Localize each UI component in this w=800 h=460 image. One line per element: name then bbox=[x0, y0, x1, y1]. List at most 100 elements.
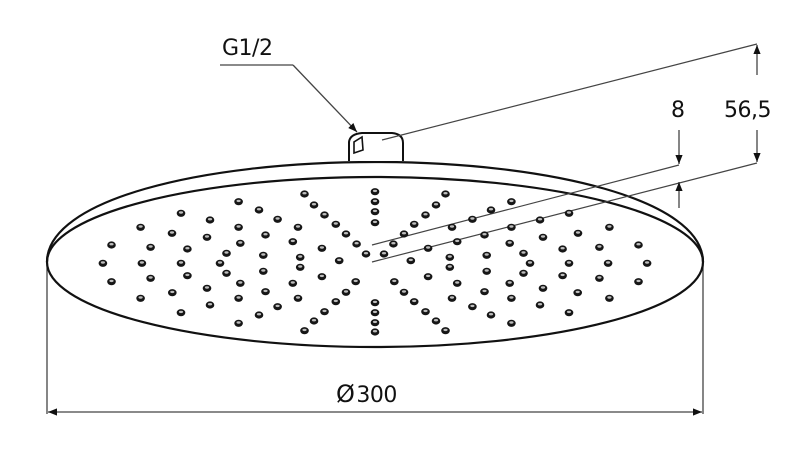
nozzle-highlight bbox=[138, 296, 143, 299]
nozzle-highlight bbox=[207, 218, 213, 221]
nozzle-highlight bbox=[263, 233, 268, 236]
nozzle-highlight bbox=[139, 261, 144, 264]
nozzle-highlight bbox=[236, 225, 241, 228]
nozzle-highlight bbox=[566, 211, 572, 214]
nozzle-highlight bbox=[343, 290, 349, 293]
rim-outline bbox=[45, 160, 705, 263]
nozzle-highlight bbox=[372, 310, 378, 314]
nozzle-highlight bbox=[178, 211, 184, 214]
nozzle-highlight bbox=[333, 299, 338, 303]
nozzle-highlight bbox=[482, 289, 487, 293]
nozzle-highlight bbox=[426, 274, 431, 278]
nozzle-highlight bbox=[537, 303, 543, 306]
nozzle-highlight bbox=[148, 245, 153, 248]
nozzle-highlight bbox=[100, 261, 105, 264]
nozzle-highlight bbox=[507, 281, 512, 284]
connector-nipple bbox=[348, 132, 404, 161]
nozzle-highlight bbox=[224, 271, 229, 274]
nozzle-highlight bbox=[447, 255, 452, 258]
nozzle-highlight bbox=[645, 261, 650, 264]
nozzle-highlight bbox=[401, 232, 407, 235]
nozzle-highlight bbox=[488, 313, 494, 316]
nozzle-highlight bbox=[372, 320, 378, 324]
nozzle-highlight bbox=[381, 252, 387, 255]
diameter-value: 300 bbox=[356, 383, 397, 408]
nozzle-highlight bbox=[575, 290, 580, 294]
nozzle-highlight bbox=[537, 218, 543, 221]
nozzle-highlight bbox=[597, 276, 602, 279]
nozzle-highlight bbox=[455, 281, 460, 284]
face-offset-label: 8 bbox=[671, 98, 685, 123]
nozzle-highlight bbox=[224, 251, 229, 254]
nozzle-highlight bbox=[507, 241, 512, 244]
nozzle-highlight bbox=[185, 247, 190, 250]
nozzle-highlight bbox=[302, 192, 307, 195]
nozzle-highlight bbox=[353, 279, 358, 283]
nozzle-highlight bbox=[109, 243, 114, 246]
nozzle-highlight bbox=[540, 235, 546, 238]
nozzle-highlight bbox=[337, 258, 342, 262]
spray-nozzles bbox=[98, 188, 652, 336]
nozzle-highlight bbox=[372, 300, 378, 304]
nozzle-highlight bbox=[540, 286, 546, 289]
nozzle-highlight bbox=[256, 313, 262, 316]
nozzle-highlight bbox=[443, 192, 448, 195]
nozzle-highlight bbox=[207, 303, 213, 306]
nozzle-highlight bbox=[488, 208, 494, 211]
nozzle-highlight bbox=[236, 296, 241, 299]
nozzle-highlight bbox=[636, 279, 641, 283]
nozzle-highlight bbox=[275, 304, 280, 308]
nozzle-highlight bbox=[433, 203, 439, 206]
nozzle-highlight bbox=[606, 261, 611, 264]
thread-leader bbox=[220, 64, 358, 133]
nozzle-highlight bbox=[322, 213, 327, 216]
nozzle-highlight bbox=[607, 296, 612, 299]
nozzle-highlight bbox=[482, 233, 487, 236]
nozzle-highlight bbox=[298, 265, 303, 268]
nozzle-highlight bbox=[311, 319, 317, 322]
nozzle-highlight bbox=[204, 235, 210, 238]
nozzle-highlight bbox=[509, 199, 514, 203]
nozzle-highlight bbox=[455, 239, 460, 243]
nozzle-highlight bbox=[322, 309, 327, 313]
nozzle-highlight bbox=[401, 290, 407, 293]
nozzle-highlight bbox=[261, 253, 266, 256]
nozzle-highlight bbox=[521, 271, 526, 274]
nozzle-highlight bbox=[575, 231, 581, 234]
nozzle-highlight bbox=[449, 296, 455, 299]
nozzle-highlight bbox=[217, 261, 223, 264]
spray-face-ellipse bbox=[45, 175, 705, 349]
nozzle-highlight bbox=[509, 296, 514, 299]
nozzle-highlight bbox=[449, 225, 455, 228]
nozzle-highlight bbox=[423, 309, 428, 313]
nozzle-highlight bbox=[566, 310, 572, 314]
nozzle-highlight bbox=[319, 274, 324, 278]
nozzle-highlight bbox=[261, 269, 266, 272]
side-extension-lines bbox=[46, 256, 704, 414]
nozzle-highlight bbox=[470, 304, 475, 308]
nozzle-highlight bbox=[263, 289, 268, 293]
nozzle-highlight bbox=[169, 231, 175, 234]
nozzle-highlight bbox=[236, 321, 241, 324]
nozzle-highlight bbox=[290, 239, 295, 243]
nozzle-highlight bbox=[527, 261, 533, 264]
nozzle-highlight bbox=[412, 222, 417, 225]
nozzle-highlight bbox=[484, 269, 489, 272]
nozzle-highlight bbox=[392, 279, 397, 283]
nozzle-highlight bbox=[560, 273, 565, 277]
total-height-label: 56,5 bbox=[724, 98, 771, 123]
nozzle-highlight bbox=[408, 258, 413, 262]
nozzle-highlight bbox=[372, 209, 378, 213]
nozzle-highlight bbox=[509, 225, 514, 228]
nozzle-highlight bbox=[290, 281, 295, 284]
nozzle-highlight bbox=[597, 245, 602, 248]
nozzle-highlight bbox=[185, 273, 190, 277]
diameter-label: Ø300 bbox=[336, 382, 397, 407]
thread-size-label: G1/2 bbox=[222, 36, 273, 61]
nozzle-highlight bbox=[298, 255, 303, 258]
nozzle-highlight bbox=[148, 276, 153, 279]
nozzle-highlight bbox=[354, 242, 359, 245]
nozzle-highlight bbox=[238, 241, 243, 244]
nozzle-highlight bbox=[170, 290, 175, 294]
